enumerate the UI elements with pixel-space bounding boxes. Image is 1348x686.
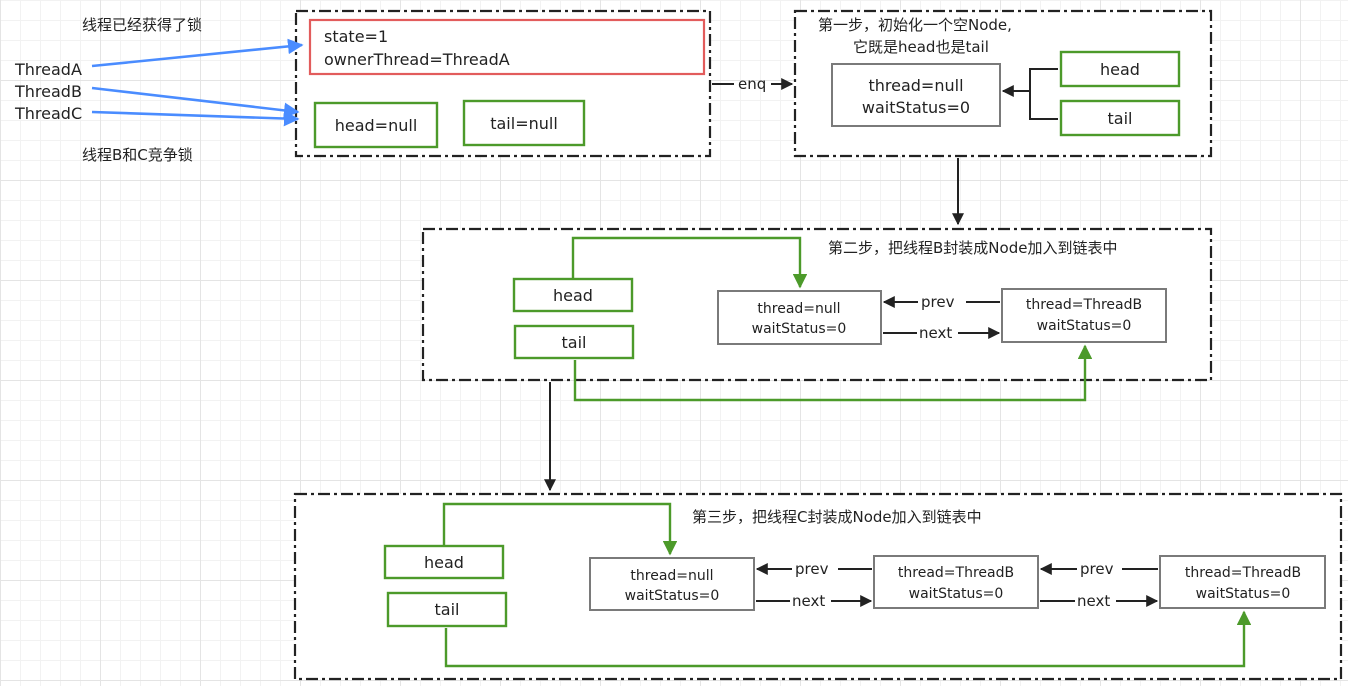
step2-node-threadb (1001, 288, 1167, 343)
step2-node-null-thread: thread=null (757, 301, 840, 317)
step1-head-box (1059, 50, 1181, 88)
step1-empty-node (831, 63, 1001, 127)
step3-node-threadc-status: waitStatus=0 (1196, 586, 1291, 602)
step3-title: 第三步，把线程C封装成Node加入到链表中 (692, 508, 982, 526)
step1-node-status: waitStatus=0 (862, 98, 970, 117)
compete-label: 线程B和C竞争锁 (82, 146, 193, 164)
step3-tail-box (386, 591, 508, 628)
step1-node-thread: thread=null (868, 76, 963, 95)
step2-title: 第二步，把线程B封装成Node加入到链表中 (828, 239, 1117, 257)
step2-tail-text: tail (562, 333, 587, 352)
step3-node-null-thread: thread=null (630, 568, 713, 584)
step3-node-threadb-status: waitStatus=0 (909, 586, 1004, 602)
step1-tail-box (1059, 99, 1181, 137)
owner-thread-text: ownerThread=ThreadA (324, 50, 510, 69)
lock-acquired-label: 线程已经获得了锁 (82, 16, 202, 34)
thread-a-arrow (91, 38, 304, 68)
thread-c-label: ThreadC (14, 104, 82, 123)
step3-next2-label: next (1077, 592, 1110, 610)
enq-label: enq (738, 75, 766, 93)
tail-null-box (462, 99, 586, 147)
step1-tail-text: tail (1108, 109, 1133, 128)
step3-node-null (589, 557, 755, 611)
step3-node-threadc-thread: thread=ThreadB (1185, 565, 1301, 581)
step2-prev-label: prev (921, 293, 955, 311)
step3-node-threadb-thread: thread=ThreadB (898, 565, 1014, 581)
thread-b-arrow (91, 86, 300, 119)
step3-head-pointer (442, 502, 678, 556)
state-text: state=1 (324, 27, 388, 46)
step1-title-line2: 它既是head也是tail (853, 38, 989, 56)
step3-tail-pointer (444, 610, 1252, 668)
tail-null-text: tail=null (490, 114, 558, 133)
step1-title-line1: 第一步，初始化一个空Node, (818, 16, 1012, 34)
step3-tail-text: tail (435, 600, 460, 619)
step2-node-threadb-status: waitStatus=0 (1037, 318, 1132, 334)
step2-next-label: next (919, 324, 952, 342)
step3-head-box (383, 544, 505, 580)
thread-b-label: ThreadB (14, 82, 82, 101)
state-box (308, 18, 706, 76)
step2-node-null (717, 290, 882, 345)
step2-head-box (512, 277, 634, 313)
step3-prev2-label: prev (1080, 560, 1114, 578)
head-null-box (313, 101, 439, 149)
step2-tail-pointer (573, 344, 1093, 402)
step3-node-threadc (1159, 555, 1326, 609)
step2-node-threadb-thread: thread=ThreadB (1026, 297, 1142, 313)
head-null-text: head=null (335, 116, 418, 135)
step1-head-tail-connector (1029, 68, 1058, 120)
step1-head-text: head (1100, 60, 1140, 79)
thread-a-label: ThreadA (14, 60, 82, 79)
step3-prev1-label: prev (795, 560, 829, 578)
step3-next1-label: next (792, 592, 825, 610)
step2-node-null-status: waitStatus=0 (752, 321, 847, 337)
step2-tail-box (513, 324, 635, 360)
step3-head-text: head (424, 553, 464, 572)
step2-head-text: head (553, 286, 593, 305)
thread-c-arrow (91, 110, 300, 127)
step3-node-null-status: waitStatus=0 (625, 588, 720, 604)
step3-node-threadb (873, 555, 1039, 609)
step2-head-pointer (571, 236, 808, 289)
